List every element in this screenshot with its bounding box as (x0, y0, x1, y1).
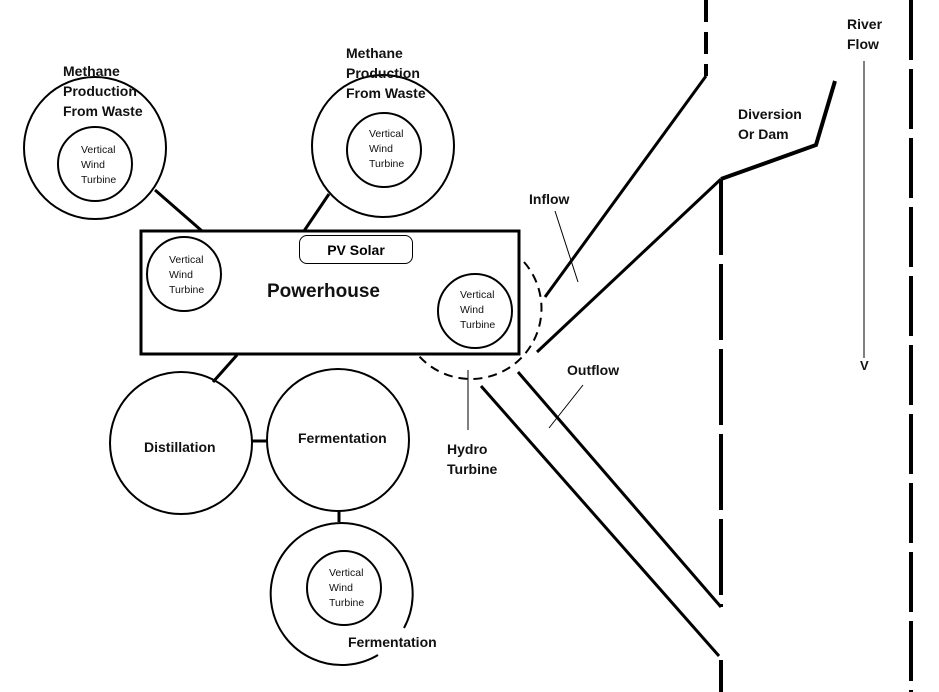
label-distillation: Distillation (144, 439, 216, 455)
connector-methane-left (154, 188, 203, 233)
fermentation-lower-vwt-circle (306, 550, 382, 626)
methane-top-vwt-circle (346, 112, 422, 188)
label-methane-top: Methane Production From Waste (346, 45, 426, 101)
pv-solar-box: PV Solar (299, 235, 413, 264)
label-diversion-dam: Diversion Or Dam (738, 106, 802, 142)
label-river-flow: River Flow (847, 16, 883, 52)
inflow-pointer (554, 210, 579, 283)
powerhouse-vwt-left-circle (146, 236, 222, 312)
label-hydro-turbine: Hydro Turbine (447, 441, 498, 477)
outflow-channel-lower (479, 385, 721, 657)
river-flow-arrow-head: V (860, 358, 869, 373)
label-vwt-methane-top: Vertical Wind Turbine (369, 128, 405, 170)
methane-top-outer-circle (311, 74, 455, 218)
pv-solar-label: PV Solar (327, 241, 385, 258)
connector-methane-top (302, 193, 331, 232)
outflow-pointer (548, 384, 584, 429)
diversion-dam-wall (720, 80, 837, 181)
label-methane-left: Methane Production From Waste (63, 63, 143, 119)
connector-distillation (211, 354, 239, 383)
powerhouse-label: Powerhouse (267, 281, 380, 302)
label-outflow: Outflow (567, 362, 620, 378)
label-vwt-powerhouse-left: Vertical Wind Turbine (169, 254, 205, 296)
label-vwt-fermentation-lower: Vertical Wind Turbine (329, 567, 365, 609)
label-vwt-powerhouse-right: Vertical Wind Turbine (460, 289, 496, 331)
methane-left-outer-circle (23, 76, 167, 220)
label-fermentation-main: Fermentation (298, 430, 387, 446)
label-vwt-methane-left: Vertical Wind Turbine (81, 144, 117, 186)
hydro-turbine-dashed-circle (417, 261, 543, 380)
fermentation-lower-outer-arc (269, 522, 414, 666)
methane-left-vwt-circle (57, 126, 133, 202)
label-fermentation-lower: Fermentation (348, 634, 437, 650)
label-inflow: Inflow (529, 191, 570, 207)
distillation-circle (109, 371, 253, 515)
inflow-channel-lower (535, 177, 723, 354)
powerhouse-vwt-right-circle (437, 273, 513, 349)
inflow-channel-upper (543, 75, 708, 298)
outflow-channel-upper (516, 371, 723, 608)
powerhouse-box (139, 229, 521, 356)
